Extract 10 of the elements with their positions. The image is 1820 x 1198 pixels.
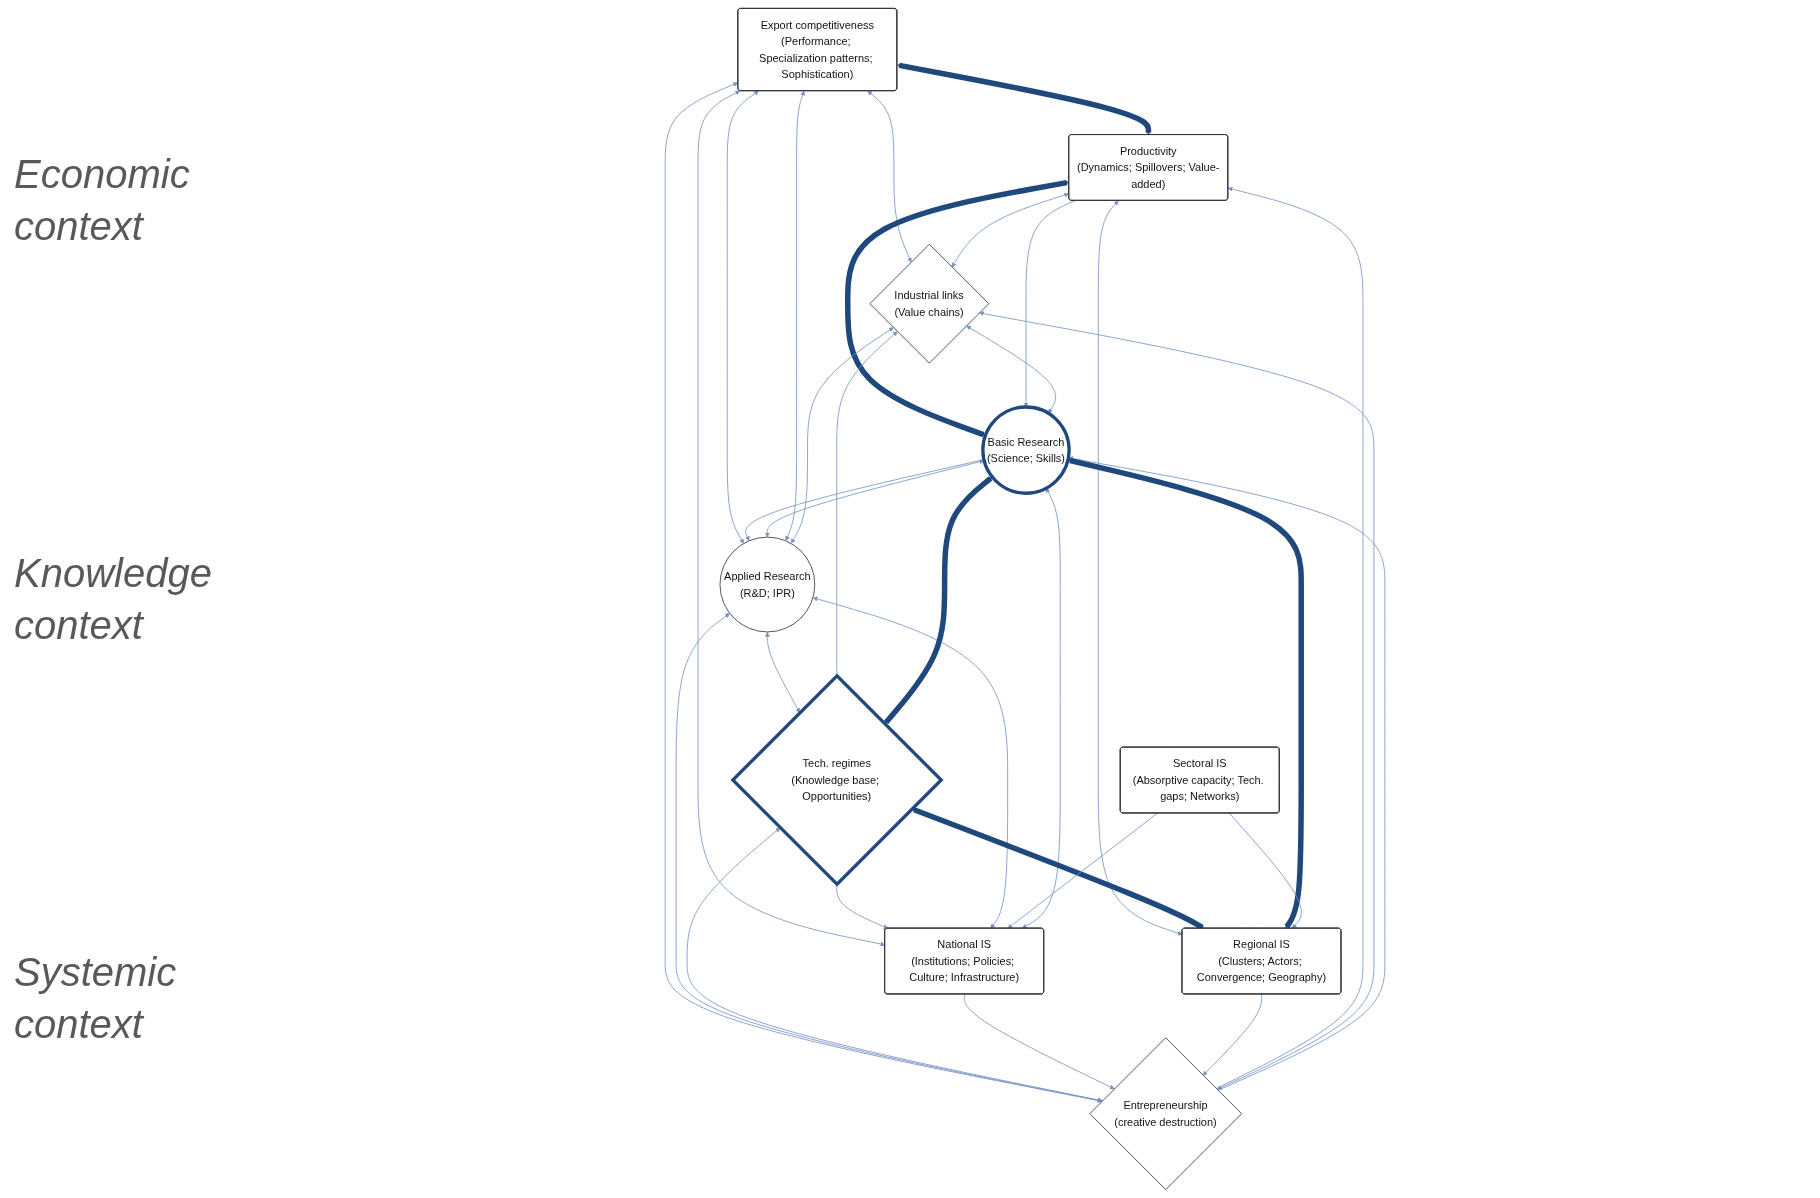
node-diamond: Tech. regimes (Knowledge base; Opportunities) (730, 673, 944, 887)
context-label: Systemic context (14, 949, 178, 1049)
context-label: Economic context (14, 150, 191, 250)
node-diamond: Industrial links (Value chains) (869, 243, 990, 364)
arrow (884, 476, 993, 724)
node-diamond: Entrepreneurship (creative destruction) (1089, 1037, 1243, 1190)
node-circle: Applied Research (R&D; IPR) (719, 536, 816, 633)
node-circle: Basic Research (Science; Skills) (981, 405, 1071, 495)
arrow (897, 62, 1152, 136)
context-label: Knowledge context (14, 550, 213, 649)
